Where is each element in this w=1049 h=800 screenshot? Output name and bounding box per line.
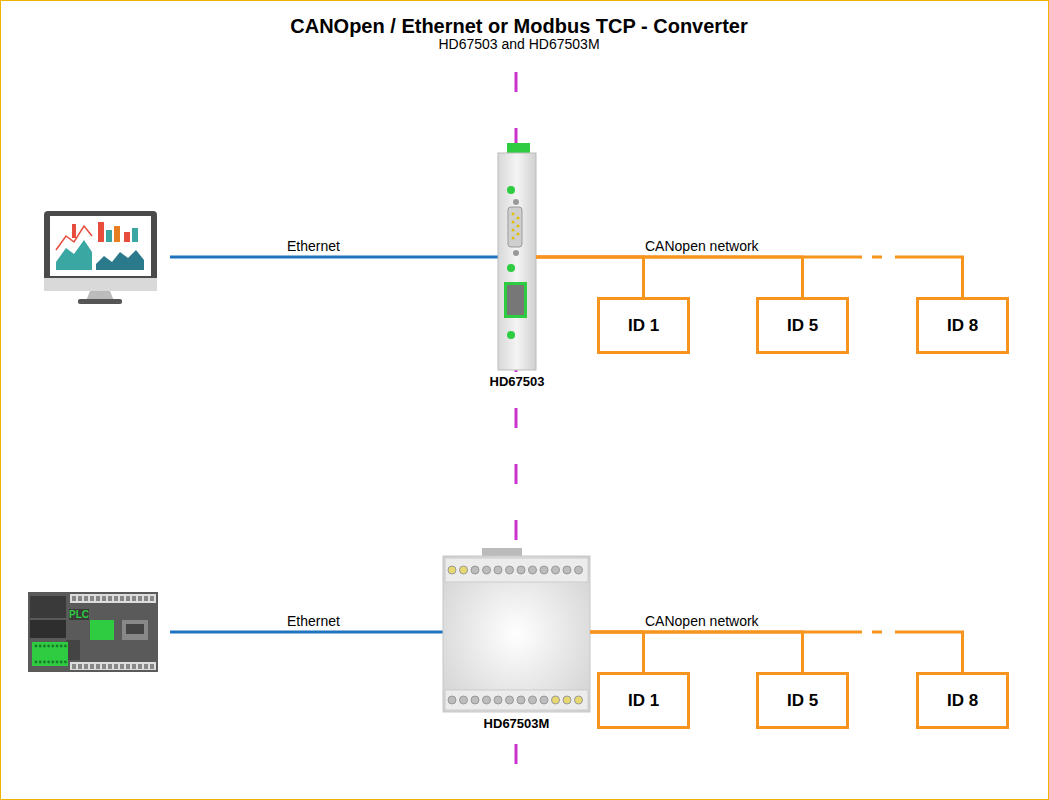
node-box: ID 1 bbox=[597, 297, 690, 354]
bus-label: CANopen network bbox=[645, 613, 759, 629]
hd67503-device bbox=[498, 143, 536, 370]
plc-text: PLC bbox=[69, 609, 89, 620]
monitor-icon bbox=[44, 211, 157, 304]
converter-device: HD67503M bbox=[443, 556, 590, 712]
node-box: ID 5 bbox=[756, 672, 849, 729]
node-box: ID 8 bbox=[916, 297, 1009, 354]
node-text: ID 5 bbox=[787, 316, 818, 336]
subtitle: HD67503 and HD67503M bbox=[438, 36, 599, 52]
node-box: ID 8 bbox=[916, 672, 1009, 729]
bus-connector bbox=[590, 632, 963, 672]
diagram-title: CANOpen / Ethernet or Modbus TCP - Conve… bbox=[290, 15, 747, 38]
converter-device: HD67503 bbox=[498, 153, 536, 370]
bus-connector bbox=[590, 632, 644, 672]
link-label: Ethernet bbox=[287, 238, 340, 254]
node-text: ID 8 bbox=[947, 691, 978, 711]
hd67503m-device bbox=[443, 548, 590, 712]
bus-connector bbox=[536, 257, 803, 297]
device-label: HD67503 bbox=[487, 374, 548, 389]
bus-connector bbox=[536, 257, 963, 297]
bus-connector bbox=[590, 632, 803, 672]
plc-icon bbox=[28, 592, 158, 672]
node-text: ID 1 bbox=[628, 316, 659, 336]
node-text: ID 5 bbox=[787, 691, 818, 711]
bus-connector bbox=[536, 257, 644, 297]
bus-label: CANopen network bbox=[645, 238, 759, 254]
node-box: ID 5 bbox=[756, 297, 849, 354]
node-text: ID 8 bbox=[947, 316, 978, 336]
node-box: ID 1 bbox=[597, 672, 690, 729]
node-text: ID 1 bbox=[628, 691, 659, 711]
device-label: HD67503M bbox=[481, 716, 553, 731]
link-label: Ethernet bbox=[287, 613, 340, 629]
